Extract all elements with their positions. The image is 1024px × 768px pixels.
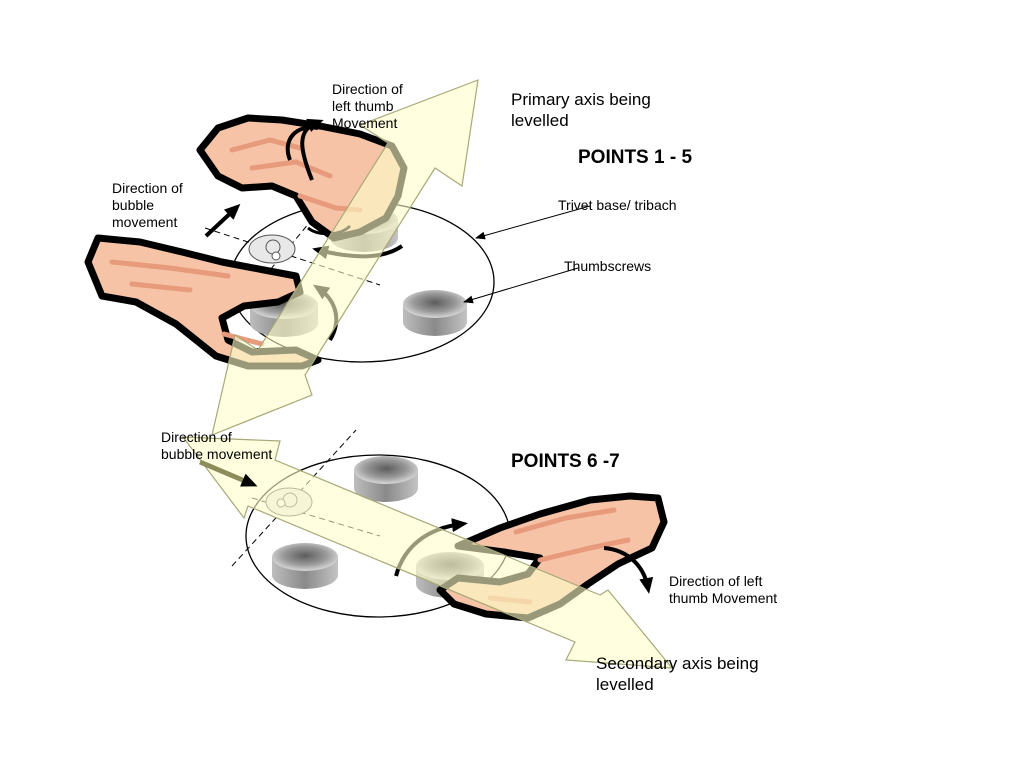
thumbscrew-icon (403, 290, 467, 336)
trivet-pointer (475, 205, 591, 240)
bubble-direction-label-bottom: Direction of bubble movement (161, 429, 273, 463)
bubble-direction-arrow (204, 203, 241, 238)
trivet-base-label: Trivet base/ tribach (558, 197, 677, 213)
thumbscrew-icon (354, 456, 418, 502)
primary-axis-label: Primary axis being levelled (511, 90, 651, 130)
hand-icon (84, 234, 322, 370)
curved-arrow-icon (300, 118, 324, 181)
curved-arrow-icon (603, 546, 654, 594)
left-thumb-direction-label: Direction of left thumb Movement (332, 81, 403, 132)
thumbscrew-icon (272, 543, 338, 589)
points-1-5-heading: POINTS 1 - 5 (578, 147, 693, 168)
thumbscrews-label: Thumbscrews (564, 258, 652, 274)
left-thumb-direction-label-bottom: Direction of left thumb Movement (669, 573, 778, 607)
bubble-direction-label: Direction of bubble movement (112, 180, 183, 231)
secondary-axis-label: Secondary axis being levelled (596, 654, 759, 694)
bubble-direction-arrow (199, 459, 258, 487)
thumbscrew-pointer (463, 267, 579, 304)
primary-axis-arrow (211, 79, 479, 436)
circular-bubble-icon (248, 234, 296, 264)
points-6-7-heading: POINTS 6 -7 (511, 451, 620, 472)
secondary-axis-arrow (181, 436, 674, 669)
